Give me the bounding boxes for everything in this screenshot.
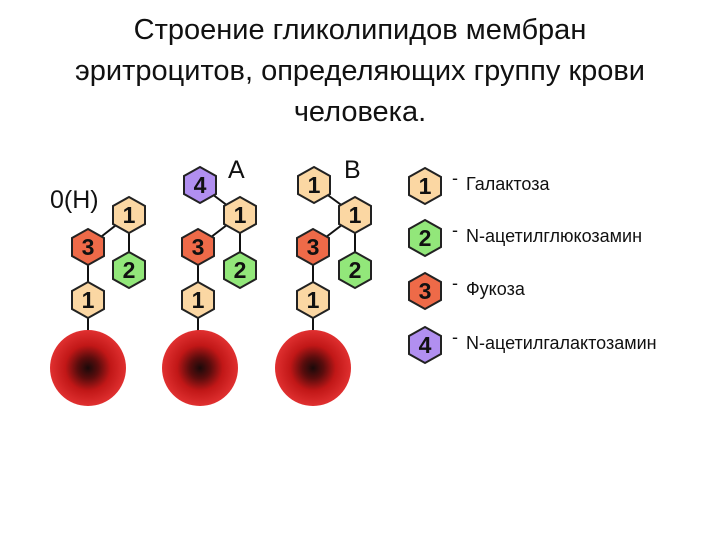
legend-item-fucose: 3 - Фукоза	[408, 271, 526, 311]
legend-number: 4	[419, 332, 432, 358]
legend-number: 1	[419, 173, 432, 199]
legend-number: 2	[419, 225, 432, 251]
hex-number: 4	[194, 172, 207, 198]
hex-galactose-base: 1	[296, 280, 330, 320]
slide-title: Строение гликолипидов мембран эритроцито…	[0, 10, 720, 133]
hex-galactose-extra: 1	[297, 165, 331, 205]
hex-number: 1	[307, 287, 320, 313]
legend-dash: -	[452, 220, 458, 240]
hex-number: 1	[192, 287, 205, 313]
legend-hex	[408, 271, 442, 311]
legend-hex	[408, 218, 442, 258]
hex-number: 1	[123, 202, 136, 228]
hex-number: 2	[123, 257, 136, 283]
legend-name: N-ацетилглюкозамин	[466, 226, 642, 246]
group-b: B 1 1 3 2 1	[275, 156, 372, 406]
hex-fucose: 3	[181, 227, 215, 267]
legend-dash: -	[452, 168, 458, 188]
group-label-o-h: 0(H)	[50, 186, 99, 214]
legend-dash: -	[452, 273, 458, 293]
hex-number: 1	[82, 287, 95, 313]
hex-glcnac: 2	[338, 250, 372, 290]
legend-item-glcnac: 2 - N-ацетилглюкозамин	[408, 218, 642, 258]
hex-glcnac: 2	[112, 250, 146, 290]
hex-number: 1	[308, 172, 321, 198]
group-o-h: 0(H) 1 3 2 1	[50, 186, 146, 406]
hex-number: 2	[349, 257, 362, 283]
group-label-b: B	[344, 156, 361, 184]
legend-item-galactose: 1 - Галактоза	[408, 166, 550, 206]
title-line-1: Строение гликолипидов мембран	[133, 14, 587, 46]
legend-name: N-ацетилгалактозамин	[466, 333, 657, 353]
group-label-a: A	[228, 156, 245, 184]
title-line-2: эритроцитов, определяющих группу крови	[74, 55, 645, 87]
hex-fucose: 3	[296, 227, 330, 267]
title-line-3: человека.	[293, 96, 427, 128]
hex-number: 3	[307, 234, 320, 260]
legend: 1 - Галактоза 2 - N-ацетилглюкозамин 3 -…	[408, 166, 657, 365]
hex-number: 2	[234, 257, 247, 283]
hex-galnac: 4	[183, 165, 217, 205]
hex-galactose-upper: 1	[223, 195, 257, 235]
red-blood-cell	[162, 330, 238, 406]
hex-fucose: 3	[71, 227, 105, 267]
hex-number: 1	[349, 202, 362, 228]
hex-glcnac: 2	[223, 250, 257, 290]
legend-number: 3	[419, 278, 432, 304]
hex-galactose-base: 1	[71, 280, 105, 320]
hex-galactose-base: 1	[181, 280, 215, 320]
legend-item-galnac: 4 - N-ацетилгалактозамин	[408, 325, 657, 365]
group-a: A 4 1 3 2 1	[162, 156, 257, 406]
legend-hex	[408, 325, 442, 365]
hex-galactose-upper: 1	[112, 195, 146, 235]
red-blood-cell	[50, 330, 126, 406]
red-blood-cell	[275, 330, 351, 406]
legend-dash: -	[452, 327, 458, 347]
legend-name: Галактоза	[466, 174, 550, 194]
hex-galactose-upper: 1	[338, 195, 372, 235]
hex-number: 3	[192, 234, 205, 260]
legend-name: Фукоза	[466, 279, 526, 299]
hex-number: 1	[234, 202, 247, 228]
legend-hex	[408, 166, 442, 206]
hex-number: 3	[82, 234, 95, 260]
